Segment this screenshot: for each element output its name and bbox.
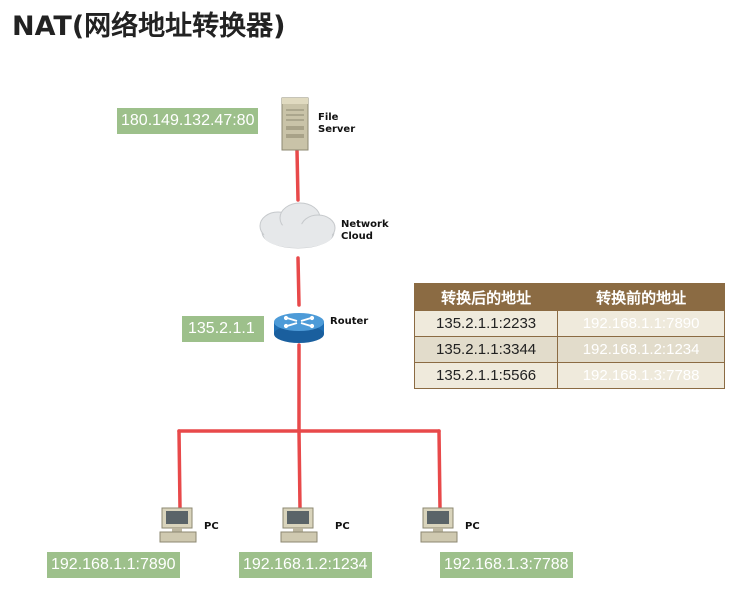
file-server-label: File Server — [318, 112, 356, 135]
router-label: Router — [330, 316, 369, 327]
header-after-address: 转换后的地址 — [413, 283, 559, 311]
network-cloud-icon — [259, 202, 336, 249]
file-server-address: 180.149.132.47:80 — [117, 108, 259, 134]
pc-label-2: PC — [335, 521, 350, 532]
before-address-cell: 192.168.1.1:7890 — [557, 310, 725, 337]
pc-address-3: 192.168.1.3:7788 — [440, 552, 573, 578]
pc-address-2: 192.168.1.2:1234 — [239, 552, 372, 578]
table-header-row: 转换后的地址 转换前的地址 — [413, 283, 725, 311]
after-address-cell: 135.2.1.1:3344 — [413, 336, 559, 363]
before-address-cell: 192.168.1.3:7788 — [557, 362, 725, 389]
link-server-cloud — [295, 148, 300, 202]
pc-icon-2 — [280, 507, 318, 543]
after-address-cell: 135.2.1.1:2233 — [413, 310, 559, 337]
pc-icon-3 — [420, 507, 458, 543]
after-address-cell: 135.2.1.1:5566 — [413, 362, 559, 389]
before-address-cell: 192.168.1.2:1234 — [557, 336, 725, 363]
pc-icon-1 — [159, 507, 197, 543]
link-bus-pc1 — [177, 429, 182, 510]
link-cloud-router — [296, 256, 301, 307]
table-row: 135.2.1.1:5566 192.168.1.3:7788 — [413, 362, 725, 389]
network-links — [177, 148, 442, 510]
page-title: NAT(网络地址转换器) — [12, 11, 286, 42]
file-server-icon — [281, 97, 309, 151]
pc-label-3: PC — [465, 521, 480, 532]
header-before-address: 转换前的地址 — [557, 283, 725, 311]
nat-translation-table: 转换后的地址 转换前的地址 135.2.1.1:2233 192.168.1.1… — [413, 283, 725, 389]
table-row: 135.2.1.1:2233 192.168.1.1:7890 — [413, 310, 725, 337]
table-row: 135.2.1.1:3344 192.168.1.2:1234 — [413, 336, 725, 363]
link-bus-pc2 — [297, 429, 302, 510]
pc-address-1: 192.168.1.1:7890 — [47, 552, 180, 578]
router-icon — [274, 313, 324, 343]
router-address: 135.2.1.1 — [182, 316, 264, 342]
link-bus-pc3 — [437, 429, 442, 510]
pc-label-1: PC — [204, 521, 219, 532]
network-cloud-label: Network Cloud — [341, 219, 389, 242]
